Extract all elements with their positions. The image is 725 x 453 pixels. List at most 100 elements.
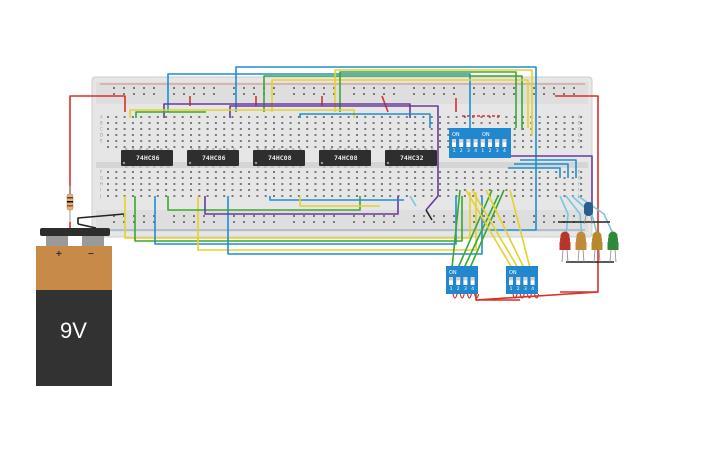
row-label: A bbox=[578, 115, 581, 120]
dip-number: 2 bbox=[460, 148, 463, 154]
dip-main-on-right: ON bbox=[482, 132, 490, 138]
resistor bbox=[66, 186, 74, 222]
row-label: C bbox=[100, 127, 103, 132]
wire-cyan bbox=[565, 195, 583, 239]
led bbox=[559, 231, 571, 263]
led bbox=[607, 231, 619, 263]
row-label: F bbox=[578, 170, 581, 175]
ic-chip-label: 74HC08 bbox=[334, 154, 358, 162]
dip-a-on: ON bbox=[449, 270, 457, 276]
dip-toggle[interactable] bbox=[480, 139, 485, 147]
wire-green bbox=[135, 111, 206, 118]
wire-green bbox=[339, 71, 517, 128]
dip-number: 2 bbox=[517, 286, 520, 292]
wire-blue bbox=[269, 196, 404, 201]
wire-green bbox=[167, 196, 361, 211]
row-label: I bbox=[100, 188, 101, 193]
wire-yellow bbox=[334, 69, 533, 136]
dip-number: 3 bbox=[496, 148, 499, 154]
ic-chip-label: 74HC08 bbox=[268, 154, 292, 162]
wire-green bbox=[469, 189, 505, 269]
wire-purple bbox=[163, 103, 411, 118]
ic-chip: 74HC08 bbox=[253, 148, 305, 168]
wire-cyan bbox=[409, 195, 417, 207]
row-label: F bbox=[100, 170, 103, 175]
wire-black bbox=[77, 213, 125, 224]
dip-toggle[interactable] bbox=[509, 277, 513, 285]
wire-yellow bbox=[124, 192, 471, 239]
wire-blue bbox=[508, 167, 561, 178]
dip-number: 4 bbox=[474, 148, 477, 154]
dip-toggle[interactable] bbox=[530, 277, 535, 285]
battery-label: 9V bbox=[60, 318, 87, 343]
wire-green bbox=[463, 195, 499, 269]
dip-number: 4 bbox=[503, 148, 506, 154]
dip-number: 1 bbox=[481, 148, 484, 154]
wire-blue bbox=[514, 163, 569, 178]
dip-number: 4 bbox=[531, 286, 534, 292]
wires bbox=[69, 66, 615, 301]
dip-toggle[interactable] bbox=[470, 277, 475, 285]
dip-number: 1 bbox=[453, 148, 456, 154]
wire-green bbox=[263, 75, 523, 130]
dip-toggle[interactable] bbox=[466, 139, 471, 147]
row-label: D bbox=[100, 133, 103, 138]
wire-blue bbox=[154, 196, 457, 245]
dip-number: 4 bbox=[471, 286, 474, 292]
dip-toggle[interactable] bbox=[488, 139, 492, 147]
dip-b-on: ON bbox=[509, 270, 517, 276]
wire-yellow bbox=[471, 189, 519, 269]
wire-cyan bbox=[577, 195, 615, 237]
row-label: H bbox=[100, 182, 103, 187]
battery-minus: − bbox=[88, 249, 94, 260]
ic-chip-label: 74HC86 bbox=[202, 154, 226, 162]
row-label: E bbox=[100, 139, 103, 144]
dip-number: 1 bbox=[450, 286, 453, 292]
row-label: A bbox=[100, 115, 103, 120]
led bbox=[575, 231, 587, 263]
wire-yellow bbox=[465, 189, 513, 269]
dip-number: 3 bbox=[464, 286, 467, 292]
dip-toggle[interactable] bbox=[459, 139, 464, 147]
wire-yellow bbox=[197, 192, 477, 251]
wire-green bbox=[134, 196, 463, 242]
ic-chip: 74HC08 bbox=[319, 148, 371, 168]
wire-red bbox=[69, 95, 126, 200]
dip-number: 3 bbox=[467, 148, 470, 154]
row-label: B bbox=[578, 121, 581, 126]
ic-chip-label: 74HC32 bbox=[400, 154, 424, 162]
blue-component bbox=[583, 202, 593, 225]
ic-chip: 74HC86 bbox=[121, 148, 173, 168]
dip-number: 3 bbox=[524, 286, 527, 292]
dip-toggle[interactable] bbox=[449, 277, 453, 285]
dip-toggle[interactable] bbox=[463, 277, 468, 285]
dip-toggle[interactable] bbox=[502, 139, 507, 147]
row-label: G bbox=[578, 176, 581, 181]
dip-toggle[interactable] bbox=[516, 277, 521, 285]
dip-toggle[interactable] bbox=[473, 139, 478, 147]
row-label: J bbox=[99, 194, 101, 199]
ic-chip: 74HC86 bbox=[187, 148, 239, 168]
wire-yellow bbox=[509, 189, 531, 269]
wire-blue bbox=[520, 159, 577, 178]
dip-toggle[interactable] bbox=[523, 277, 528, 285]
row-label: I bbox=[578, 188, 579, 193]
wire-yellow bbox=[299, 196, 380, 207]
dip-number: 2 bbox=[457, 286, 460, 292]
battery-plus: + bbox=[56, 249, 62, 260]
dip-toggle[interactable] bbox=[452, 139, 456, 147]
dip-number: 2 bbox=[489, 148, 492, 154]
dip-toggle[interactable] bbox=[495, 139, 500, 147]
row-label: G bbox=[100, 176, 103, 181]
wire-blue bbox=[299, 113, 431, 128]
dip-number: 1 bbox=[510, 286, 513, 292]
battery-lead-black bbox=[77, 223, 97, 229]
wire-purple bbox=[204, 196, 399, 215]
wire-black bbox=[425, 209, 433, 221]
dip-toggle[interactable] bbox=[456, 277, 461, 285]
wire-cyan bbox=[559, 195, 569, 237]
